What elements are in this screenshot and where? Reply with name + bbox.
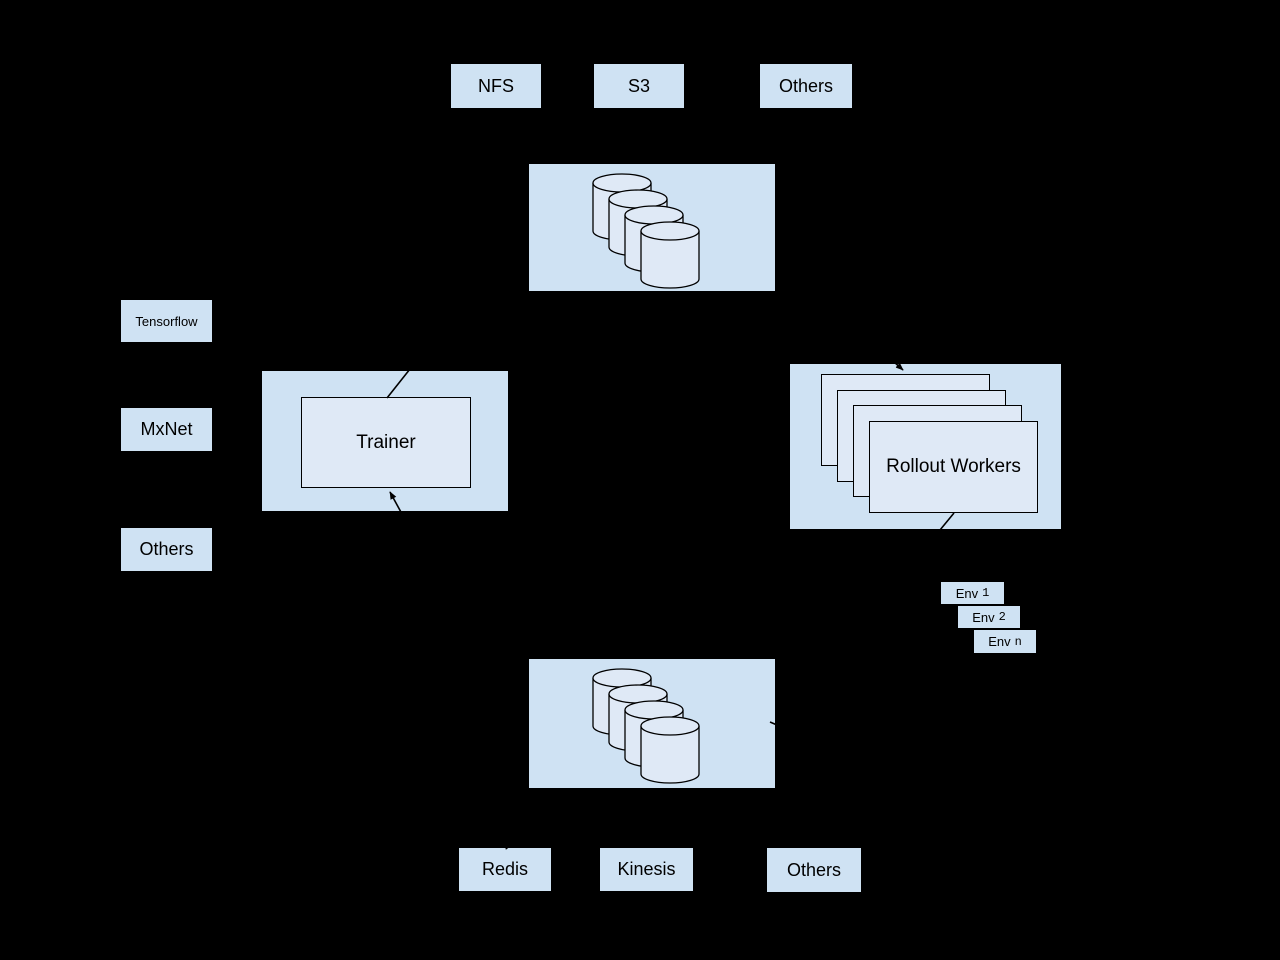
- rollout-workers-box: Rollout Workers: [869, 421, 1038, 513]
- rollout-workers-container: Rollout Workers: [790, 364, 1061, 529]
- trainer-container: Trainer: [262, 371, 508, 511]
- nfs-box: NFS: [451, 64, 541, 108]
- frameworks-others-box: Others: [121, 528, 212, 571]
- data-storage-others-box: Others: [767, 848, 861, 892]
- data-storage-box: [529, 659, 775, 788]
- redis-box: Redis: [459, 848, 551, 891]
- env-label: Env: [955, 585, 979, 601]
- tensorflow-box: Tensorflow: [121, 300, 212, 342]
- database-cylinder-icon: [640, 716, 700, 784]
- env-label: Env: [972, 609, 995, 625]
- s3-box: S3: [594, 64, 684, 108]
- mxnet-box: MxNet: [121, 408, 212, 451]
- data-storage-database-cylinders-icon: [592, 668, 700, 784]
- model-storage-database-cylinders-icon: [592, 173, 700, 289]
- kinesis-box: Kinesis: [600, 848, 693, 891]
- env-label: Env: [988, 634, 1011, 649]
- env-index: 2: [998, 610, 1006, 624]
- trainer-box: Trainer: [301, 397, 471, 488]
- database-cylinder-icon: [640, 221, 700, 289]
- model-storage-others-box: Others: [760, 64, 852, 108]
- env-index: n: [1014, 634, 1022, 649]
- env-index: 1: [982, 586, 990, 600]
- model-storage-box: [529, 164, 775, 291]
